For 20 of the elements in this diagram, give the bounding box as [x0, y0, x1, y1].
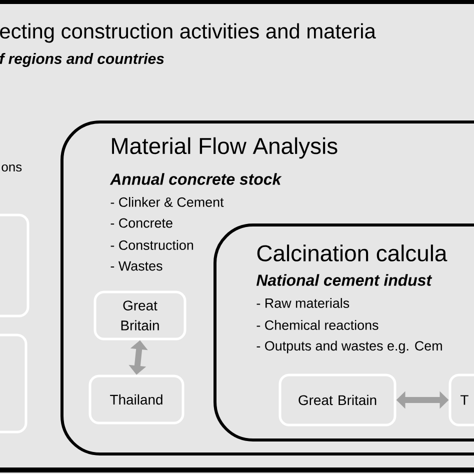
list-item: - Clinker & Cement [110, 197, 224, 207]
panel-heading: Material Flow Analysis [112, 137, 338, 159]
rounded-box [0, 334, 28, 434]
panel-heading: Calcination calcula [257, 244, 448, 262]
panel-subheading: Annual concrete stock [110, 173, 282, 185]
subtitle: f regions and countries [0, 53, 164, 67]
country-box: Thailand [88, 374, 184, 424]
list-item: - Raw materials [256, 298, 350, 308]
list-item: - Outputs and wastes e.g. Cem [256, 340, 442, 354]
country-box: T [448, 374, 474, 426]
title: ecting construction activities and materia [0, 23, 376, 43]
country-box: Great Britain [94, 290, 186, 340]
list-item: - Chemical reactions [256, 320, 378, 330]
list-item: - Concrete [110, 218, 172, 228]
list-item: - Construction [110, 240, 194, 250]
rounded-box [0, 214, 30, 318]
list-item: - Wastes [110, 261, 162, 271]
panel-subheading: National cement indust [256, 274, 432, 286]
text-fragment: ons [2, 164, 22, 172]
country-box: Great Britain [278, 374, 396, 426]
